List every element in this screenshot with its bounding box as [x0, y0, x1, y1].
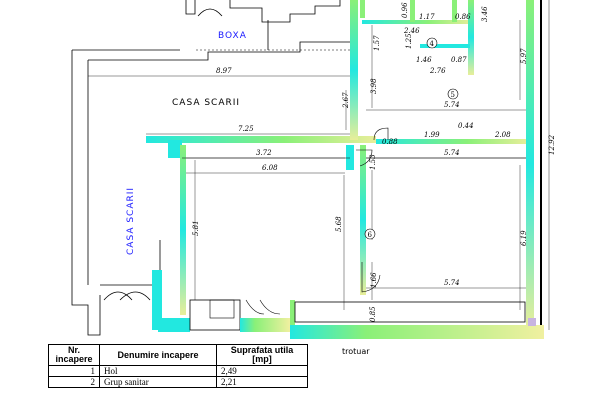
- label-casa-scarii-top: CASA SCARII: [172, 98, 240, 108]
- dim-2-67: 2.67: [342, 92, 350, 109]
- dimension-lines: [88, 0, 550, 330]
- dim-5-74-top: 5.74: [444, 101, 460, 109]
- dim-5-68: 5.68: [335, 216, 343, 232]
- dim-5-74-bot: 5.74: [444, 279, 460, 287]
- label-trotuar: trotuar: [342, 347, 370, 356]
- svg-text:6: 6: [368, 231, 373, 239]
- dim-5-74-mid: 5.74: [444, 149, 460, 157]
- dim-12-92: 12.92: [548, 134, 556, 155]
- dim-3-98: 3.98: [370, 78, 378, 94]
- dim-1-53: 1.53: [369, 154, 377, 170]
- dim-1-46: 1.46: [416, 56, 432, 64]
- row-nr: 2: [48, 376, 100, 388]
- svg-text:4: 4: [430, 40, 435, 48]
- dim-1-57: 1.57: [373, 35, 381, 51]
- dim-3-72: 3.72: [256, 149, 272, 157]
- dim-5-81: 5.81: [192, 220, 200, 236]
- room-number-5: 5: [447, 88, 459, 100]
- dim-2-76: 2.76: [429, 67, 446, 75]
- dim-2-46: 2.46: [403, 27, 420, 35]
- table-header-row: Nr. incapere Denumire incapere Suprafata…: [48, 344, 308, 366]
- table-row: 1 Hol 2,49: [48, 365, 308, 377]
- table-row: 2 Grup sanitar 2,21: [48, 376, 308, 388]
- dim-1-17: 1.17: [419, 13, 435, 21]
- dim-1-66: 1.66: [370, 272, 378, 288]
- room-number-6: 6: [364, 228, 376, 240]
- dim-6-19: 6.19: [520, 230, 528, 246]
- svg-text:5: 5: [451, 91, 455, 99]
- dim-1-25: 1.25: [405, 33, 413, 49]
- dim-1-99: 1.99: [424, 131, 440, 139]
- dim-0-86: 0.86: [455, 13, 471, 21]
- dim-3-46: 3.46: [481, 6, 489, 22]
- dim-7-25: 7.25: [238, 125, 254, 133]
- dim-0-85: 0.85: [369, 306, 377, 322]
- dim-5-97: 5.97: [520, 48, 528, 64]
- dim-0-44: 0.44: [458, 122, 474, 130]
- dim-8-97: 8.97: [216, 67, 232, 75]
- room-number-4: 4: [426, 37, 438, 49]
- dim-6-08: 6.08: [262, 164, 278, 172]
- row-area: 2,21: [216, 376, 308, 388]
- new-walls: [146, 0, 544, 339]
- dim-2-08: 2.08: [494, 131, 511, 139]
- row-area: 2,49: [216, 365, 308, 377]
- header-nr: Nr. incapere: [48, 344, 100, 366]
- dim-0-96: 0.96: [401, 2, 409, 18]
- header-suprafata: Suprafata utila [mp]: [216, 344, 308, 366]
- dim-0-87: 0.87: [451, 56, 467, 64]
- label-casa-scarii-side: CASA SCARII: [126, 187, 136, 255]
- row-name: Hol: [99, 365, 217, 377]
- dim-0-88: 0.88: [382, 138, 398, 146]
- label-boxa: BOXA: [218, 31, 247, 41]
- rooms-table: Nr. incapere Denumire incapere Suprafata…: [48, 344, 308, 388]
- existing-walls: [71, 0, 350, 336]
- row-name: Grup sanitar: [99, 376, 217, 388]
- header-denumire: Denumire incapere: [99, 344, 217, 366]
- row-nr: 1: [48, 365, 100, 377]
